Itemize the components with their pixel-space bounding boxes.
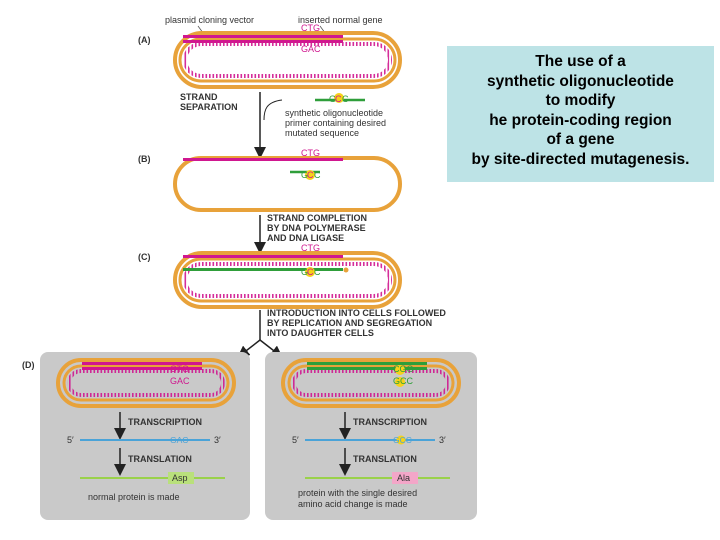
- b-bottom-mutant: C: [307, 170, 314, 180]
- arrow-c-d-left: [237, 339, 261, 358]
- arrow-c-d-right: [259, 339, 283, 358]
- plasmid-a: CTG GAC: [173, 23, 402, 89]
- transcription-right: TRANSCRIPTION: [353, 417, 427, 427]
- intro-3: INTO DAUGHTER CELLS: [267, 328, 374, 338]
- b-bottom-g: G: [301, 170, 308, 180]
- plasmid-b: CTG G C C: [173, 148, 402, 212]
- primer-c-mutant: C: [335, 94, 342, 104]
- completion-3: AND DNA LIGASE: [267, 233, 344, 243]
- caption-line-5: of a gene: [546, 131, 615, 148]
- codon-gac-d1: GAC: [170, 376, 190, 386]
- intro-2: BY REPLICATION AND SEGREGATION: [267, 318, 432, 328]
- translation-right: TRANSLATION: [353, 454, 417, 464]
- panel-b-label: (B): [138, 154, 151, 164]
- transcription-left: TRANSCRIPTION: [128, 417, 202, 427]
- caption-line-1: The use of a: [535, 53, 626, 70]
- codon-ctg-a: CTG: [301, 23, 320, 33]
- caption-line-3: to modify: [545, 92, 616, 109]
- cell-mutant: CGG GCC TRANSCRIPTION 5′ GCC 3′ TRANSLAT…: [265, 352, 477, 520]
- codon-gac-a: GAC: [301, 44, 321, 54]
- caption-line-2: synthetic oligonucleotide: [487, 72, 674, 90]
- mutagenesis-figure: plasmid cloning vector inserted normal g…: [20, 10, 480, 525]
- mutagenesis-diagram: plasmid cloning vector inserted normal g…: [22, 15, 477, 520]
- codon-gcc-d2: GCC: [393, 376, 414, 386]
- inserted-gene-label: inserted normal gene: [298, 15, 383, 25]
- caption-box: The use of a synthetic oligonucleotide t…: [447, 46, 714, 182]
- panel-c-label: (C): [138, 252, 151, 262]
- translation-left: TRANSLATION: [128, 454, 192, 464]
- strand-separation-1: STRAND: [180, 92, 218, 102]
- mrna-gac: GAC: [170, 435, 188, 445]
- three-prime-left: 3′: [214, 435, 221, 445]
- codon-ctg-c: CTG: [301, 243, 320, 253]
- amino-ala: Ala: [397, 473, 410, 483]
- codon-cgg-d2: CGG: [393, 364, 414, 374]
- five-prime-left: 5′: [67, 435, 74, 445]
- amino-asp: Asp: [172, 473, 188, 483]
- primer-pointer: [263, 99, 283, 121]
- mutant-protein-text-1: protein with the single desired: [298, 488, 417, 498]
- completion-1: STRAND COMPLETION: [267, 213, 367, 223]
- cell-normal: CTG GAC TRANSCRIPTION 5′ GAC 3′ TRANSLAT…: [40, 352, 250, 520]
- primer-c2: C: [342, 94, 349, 104]
- primer-text-2: primer containing desired: [285, 118, 386, 128]
- mrna-gcc: GCC: [393, 435, 412, 445]
- primer-text-1: synthetic oligonucleotide: [285, 108, 383, 118]
- c-bottom-g: G: [301, 267, 308, 277]
- b-bottom-c: C: [314, 170, 321, 180]
- normal-protein-text: normal protein is made: [88, 492, 180, 502]
- primer-oligo: G C C: [315, 93, 365, 104]
- plasmid-c: CTG G C C: [173, 243, 402, 309]
- completion-2: BY DNA POLYMERASE: [267, 223, 366, 233]
- caption-line-6: by site-directed mutagenesis.: [471, 150, 690, 168]
- c-bottom-mutant: C: [307, 267, 314, 277]
- codon-ctg-b: CTG: [301, 148, 320, 158]
- c-bottom-c: C: [314, 267, 321, 277]
- primer-g1: G: [329, 94, 336, 104]
- caption-line-4: he protein-coding region: [489, 111, 672, 129]
- three-prime-right: 3′: [439, 435, 446, 445]
- primer-text-3: mutated sequence: [285, 128, 359, 138]
- panel-d-label: (D): [22, 360, 35, 370]
- plasmid-label: plasmid cloning vector: [165, 15, 254, 25]
- strand-separation-2: SEPARATION: [180, 102, 238, 112]
- codon-ctg-d1: CTG: [170, 364, 189, 374]
- mutant-protein-text-2: amino acid change is made: [298, 499, 408, 509]
- intro-1: INTRODUCTION INTO CELLS FOLLOWED: [267, 308, 446, 318]
- panel-a-label: (A): [138, 35, 151, 45]
- five-prime-right: 5′: [292, 435, 299, 445]
